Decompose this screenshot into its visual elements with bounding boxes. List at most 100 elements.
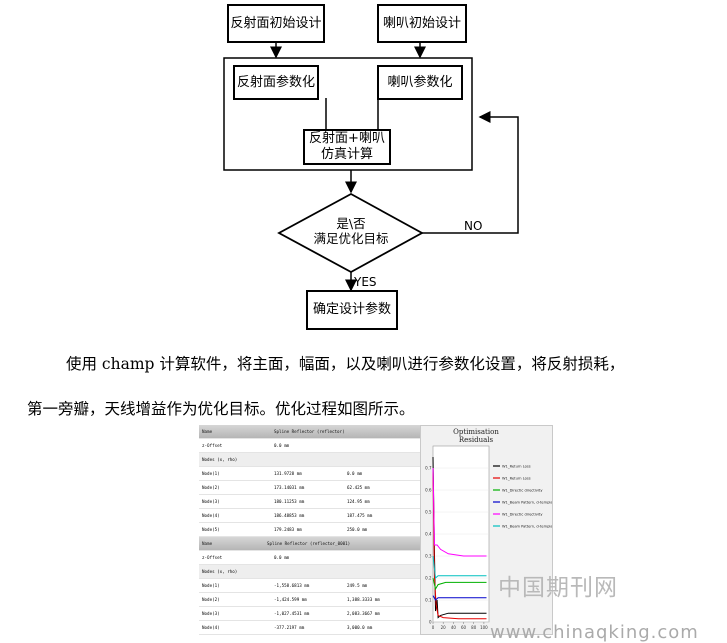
subheader-label: Nodes (x, rho) [202, 569, 238, 574]
row-label: Node(4) [202, 513, 220, 518]
row-value: -377.2197 mm [274, 625, 305, 630]
row-value: 179.2483 mm [274, 527, 302, 532]
flowchart: 反射面初始设计 喇叭初始设计 反射面参数化 喇叭参数化 反射面+喇叭 仿真计算 … [223, 4, 519, 330]
yes-label: YES [354, 275, 377, 289]
watermark-url: www.chinaqking.com [490, 622, 699, 643]
table-row: Node(2) -1,424.599 mm 1,388.3333 mm [199, 593, 420, 607]
y-tick-label: 0 [429, 620, 432, 625]
row-label: Node(2) [202, 597, 220, 602]
row-value: 250.0 mm [347, 527, 368, 532]
series-line [432, 577, 487, 591]
x-tick-label: 80 [471, 625, 477, 630]
row-value: -1,424.599 mm [274, 597, 307, 602]
legend-entry: W1_Return Loss [502, 464, 531, 468]
row-value: -1,027.4531 mm [274, 611, 310, 616]
table-row: Node(2) 173.14031 mm 62.425 mm [199, 481, 420, 495]
chart-title-block: Optimisation Residuals [421, 428, 531, 444]
reflector-param-label: 反射面参数化 [236, 74, 315, 90]
final-label: 确定设计参数 [312, 302, 391, 317]
reflector-initial-label: 反射面初始设计 [230, 15, 322, 31]
y-tick-label: 0.4 [425, 532, 432, 537]
reflector-initial-box: 反射面初始设计 [227, 4, 325, 43]
table-row: Node(1) 131.9728 mm 0.0 mm [199, 467, 420, 481]
x-tick-label: 60 [461, 625, 467, 630]
row-label: Node(3) [202, 611, 220, 616]
row-value: 180.11253 mm [274, 499, 305, 504]
legend-entry: W1_Beam Pattern, d-template [502, 524, 552, 528]
paragraph-line-2: 第一旁瓣，天线增益作为优化目标。优化过程如图所示。 [27, 400, 415, 418]
table-row: Node(1) -1,558.6813 mm 249.5 mm [199, 579, 420, 593]
series-line [432, 467, 487, 557]
table-row: Node(5) 179.2483 mm 250.0 mm [199, 523, 420, 537]
series-line [432, 555, 487, 579]
flowchart-connectors [223, 42, 519, 292]
row-label: Node(2) [202, 485, 220, 490]
row-value: -1,558.6813 mm [274, 583, 310, 588]
series-line [432, 595, 487, 601]
table-header-title: Spline Reflector (reflector) [274, 429, 345, 434]
row-value: 2,083.3667 mm [347, 611, 380, 616]
y-tick-label: 0.6 [425, 488, 432, 493]
row-value: 1,388.3333 mm [347, 597, 380, 602]
row-value: 0.0 mm [274, 555, 290, 560]
x-tick-label: 100 [480, 625, 488, 630]
decision-label-2: 满足优化目标 [313, 231, 389, 246]
table-row: z-Offset 0.0 mm [199, 551, 420, 565]
chart-subtitle: Residuals [458, 436, 494, 444]
decision-label-1: 是\否 [336, 216, 366, 231]
y-tick-label: 0.7 [425, 466, 432, 471]
y-tick-label: 0.2 [425, 576, 432, 581]
simulation-box: 反射面+喇叭 仿真计算 [303, 129, 391, 165]
row-label: z-Offset [202, 443, 223, 448]
paragraph-line-1: 使用 champ 计算软件，将主面，幅面，以及喇叭进行参数化设置，将反射损耗， [66, 355, 625, 373]
row-label: Node(1) [202, 583, 220, 588]
table-header-title: Spline Reflector (reflector_0001) [267, 541, 351, 546]
row-value: 62.425 mm [347, 485, 370, 490]
subheader-label: Nodes (x, rho) [202, 457, 238, 462]
row-value: 173.14031 mm [274, 485, 305, 490]
table-header-tag: Name [202, 541, 213, 546]
series-line [432, 472, 487, 620]
table-row: z-Offset 0.0 mm [199, 439, 420, 453]
legend-entry: W1_Directic directivity [502, 512, 543, 516]
row-label: z-Offset [202, 555, 223, 560]
horn-param-box: 喇叭参数化 [377, 65, 463, 100]
y-tick-label: 0.1 [425, 598, 432, 603]
horn-initial-label: 喇叭初始设计 [382, 15, 461, 31]
row-value: 0.0 mm [274, 443, 290, 448]
row-value: 124.95 mm [347, 499, 370, 504]
no-loop-line [422, 111, 519, 234]
final-box: 确定设计参数 [306, 290, 398, 330]
legend-entry: W1_Beam Pattern, d-template [502, 500, 552, 504]
row-value: 3,000.0 mm [347, 625, 373, 630]
row-value: 186.48853 mm [274, 513, 305, 518]
row-value: 187.475 mm [347, 513, 373, 518]
parameterization-frame [223, 57, 473, 171]
x-tick-label: 0 [432, 625, 435, 630]
horn-initial-box: 喇叭初始设计 [377, 4, 467, 43]
parameter-table: Name Spline Reflector (reflector) z-Offs… [199, 425, 420, 640]
reflector-param-box: 反射面参数化 [233, 65, 319, 100]
row-value: 249.5 mm [347, 583, 368, 588]
row-value: 0.0 mm [347, 471, 363, 476]
x-tick-label: 20 [441, 625, 447, 630]
table-subheader: Nodes (x, rho) [199, 453, 420, 467]
table-row: Node(3) 180.11253 mm 124.95 mm [199, 495, 420, 509]
watermark-cn: 中国期刊网 [498, 575, 618, 601]
y-tick-label: 0.5 [425, 510, 432, 515]
horn-param-label: 喇叭参数化 [387, 74, 453, 90]
table-header-tag: Name [202, 429, 213, 434]
table-header-1: Name Spline Reflector (reflector) [199, 425, 420, 439]
table-row: Node(4) -377.2197 mm 3,000.0 mm [199, 621, 420, 635]
legend-entry: W1_Directic directivity [502, 488, 543, 492]
legend-entry: W1_Return Loss [502, 476, 531, 480]
table-row: Node(4) 186.48853 mm 187.475 mm [199, 509, 420, 523]
y-tick-label: 0.3 [425, 554, 432, 559]
no-label: NO [464, 219, 483, 233]
row-label: Node(5) [202, 527, 220, 532]
table-row: Node(3) -1,027.4531 mm 2,083.3667 mm [199, 607, 420, 621]
row-label: Node(3) [202, 499, 220, 504]
table-subheader: Nodes (x, rho) [199, 565, 420, 579]
decision-text: 是\否 满足优化目标 [300, 216, 402, 246]
